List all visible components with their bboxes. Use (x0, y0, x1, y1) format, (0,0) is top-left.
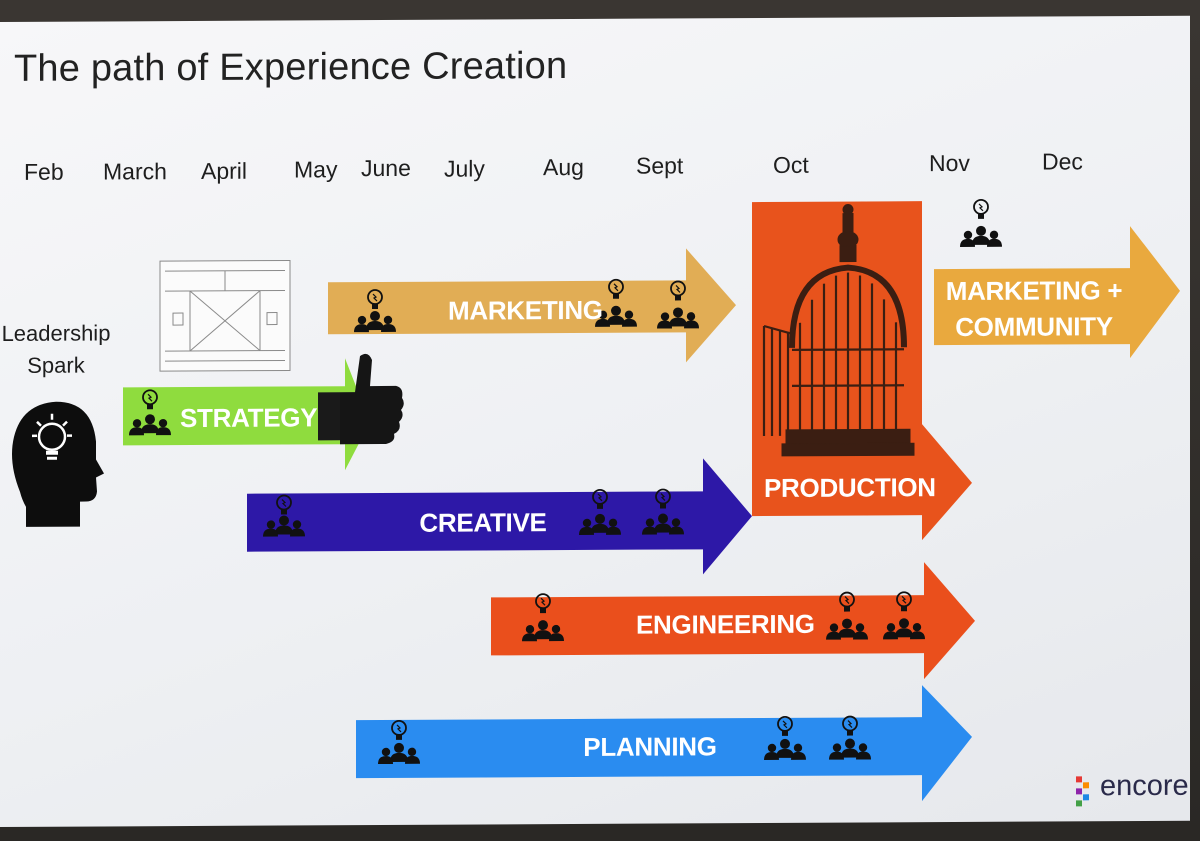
diagram-graphics (12, 198, 1180, 807)
planning-label: PLANNING (583, 731, 717, 762)
creative-label: CREATIVE (419, 507, 547, 538)
planning-arrow (356, 685, 972, 802)
strategy-arrow (123, 358, 370, 471)
marketing-label: MARKETING (448, 294, 603, 326)
marketing-community-label: MARKETING + COMMUNITY (945, 275, 1123, 342)
leadership-spark-label: Leadership Spark (1, 320, 111, 378)
marketing-arrow (328, 248, 736, 363)
production-label: PRODUCTION (764, 472, 936, 503)
encore-logo-text: encore (1100, 769, 1189, 803)
event-canvas-sketch (159, 259, 291, 372)
birdcage-icon (762, 204, 915, 457)
strategy-label: STRATEGY (180, 402, 318, 434)
presentation-slide: The path of Experience Creation Feb Marc… (0, 15, 1190, 828)
engineering-arrow (491, 562, 975, 680)
marketing-community-arrow (934, 226, 1180, 359)
encore-logo-icon (1076, 776, 1089, 807)
leadership-head-icon (12, 401, 104, 527)
creative-arrow (247, 458, 752, 575)
engineering-label: ENGINEERING (636, 608, 815, 640)
thumbs-up-icon (318, 353, 404, 445)
